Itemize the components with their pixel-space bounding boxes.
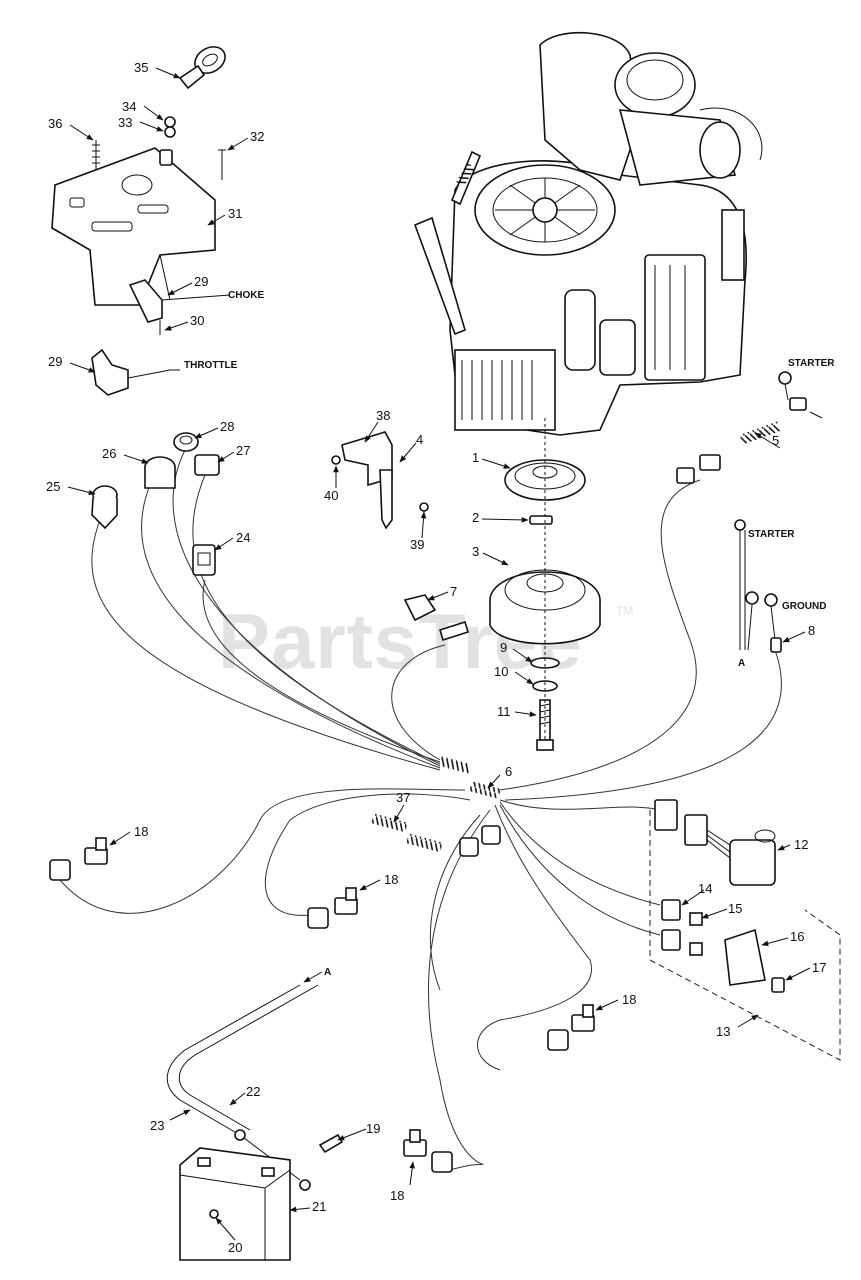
wire-sleeve-37a	[371, 813, 408, 833]
callout-6: 6	[505, 764, 512, 779]
callout-leaders	[67, 67, 811, 1241]
screw-32	[218, 149, 226, 180]
callout-33: 33	[118, 115, 132, 130]
starter-motor	[564, 289, 596, 371]
callout-26: 26	[102, 446, 116, 461]
caption-ground: GROUND	[782, 601, 826, 612]
callout-13: 13	[716, 1024, 730, 1039]
callout-25: 25	[46, 479, 60, 494]
wire-sleeve-6b	[469, 781, 501, 799]
caption-throttle: THROTTLE	[184, 360, 238, 371]
callout-4: 4	[416, 432, 423, 447]
callout-14: 14	[698, 881, 712, 896]
caption-choke: CHOKE	[228, 290, 264, 301]
callout-17: 17	[812, 960, 826, 975]
callout-2: 2	[472, 510, 479, 525]
callout-34: 34	[122, 99, 136, 114]
ignition-key	[159, 46, 226, 166]
callout-29-choke: 29	[194, 274, 208, 289]
pto-clutch	[489, 418, 601, 751]
callout-39: 39	[410, 537, 424, 552]
wire-sleeve-6a	[439, 756, 471, 774]
switch-25	[91, 485, 118, 530]
callout-24: 24	[236, 530, 250, 545]
callout-18-bottom: 18	[390, 1188, 404, 1203]
callout-18-left: 18	[134, 824, 148, 839]
switch-18-bottom	[403, 1129, 453, 1173]
callout-31: 31	[228, 206, 242, 221]
callout-32: 32	[250, 129, 264, 144]
screw-36	[92, 140, 100, 170]
callout-9: 9	[500, 640, 507, 655]
switch-28	[173, 432, 199, 452]
connector-7	[403, 594, 469, 642]
callout-11: 11	[497, 704, 511, 719]
starter-cables	[734, 519, 782, 653]
callout-35: 35	[134, 60, 148, 75]
switch-18-lower	[547, 1004, 595, 1051]
callout-3: 3	[472, 544, 479, 559]
connector-caps	[459, 825, 501, 857]
callout-36: 36	[48, 116, 62, 131]
choke-control	[128, 279, 231, 335]
battery	[179, 1147, 291, 1261]
callout-19: 19	[366, 1121, 380, 1136]
caption-starter-cable: STARTER	[748, 529, 795, 540]
bracket-38	[331, 431, 429, 530]
callout-10: 10	[494, 664, 508, 679]
air-cleaner	[539, 31, 641, 181]
callout-1: 1	[472, 450, 479, 465]
engine	[413, 31, 763, 436]
relay-module	[654, 799, 785, 993]
control-panel	[51, 147, 216, 306]
switch-18-left	[49, 837, 108, 881]
callout-40: 40	[324, 488, 338, 503]
callout-18-middle: 18	[384, 872, 398, 887]
dipstick	[413, 216, 466, 336]
switch-18-middle	[307, 887, 358, 929]
callout-7: 7	[450, 584, 457, 599]
wire-sleeve-37b	[406, 833, 443, 853]
callout-23: 23	[150, 1118, 164, 1133]
caption-starter-top: STARTER	[788, 358, 835, 369]
switch-24	[192, 544, 216, 576]
callout-18-lower: 18	[622, 992, 636, 1007]
engine-spring	[456, 162, 475, 187]
callout-29-throttle: 29	[48, 354, 62, 369]
callout-30: 30	[190, 313, 204, 328]
watermark-trademark: TM	[616, 604, 633, 618]
switch-27	[194, 454, 220, 476]
callout-numbers: 35 34 33 36 32 31 29 30 29 28 27 26 25 2…	[46, 60, 826, 1255]
callout-22: 22	[246, 1084, 260, 1099]
caption-cable-end-a-battery: A	[324, 967, 331, 978]
callout-38: 38	[376, 408, 390, 423]
callout-16: 16	[790, 929, 804, 944]
callout-12: 12	[794, 837, 808, 852]
starter-connectors	[676, 371, 823, 484]
battery-cables	[166, 984, 344, 1191]
callout-8: 8	[808, 623, 815, 638]
throttle-control	[91, 348, 180, 396]
callout-21: 21	[312, 1199, 326, 1214]
callout-37: 37	[396, 790, 410, 805]
relay-group-box	[649, 810, 841, 1061]
caption-cable-end-a: A	[738, 658, 745, 669]
switch-26	[144, 456, 176, 489]
callout-15: 15	[728, 901, 742, 916]
callout-5: 5	[772, 433, 779, 448]
callout-28: 28	[220, 419, 234, 434]
callout-20: 20	[228, 1240, 242, 1255]
callout-27: 27	[236, 443, 250, 458]
